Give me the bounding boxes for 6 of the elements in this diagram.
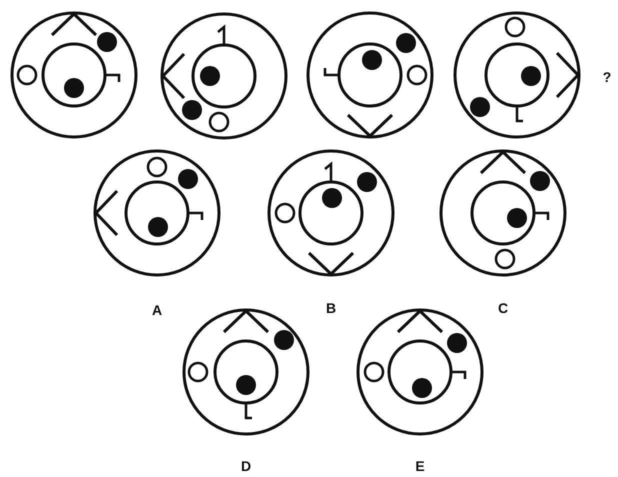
question-mark: ? (602, 70, 612, 84)
option-letter: D (240, 459, 252, 473)
option-letter: A (152, 303, 162, 317)
option-letter: E (415, 459, 425, 473)
option-letter: B (326, 301, 336, 315)
option-letter: C (498, 301, 508, 315)
